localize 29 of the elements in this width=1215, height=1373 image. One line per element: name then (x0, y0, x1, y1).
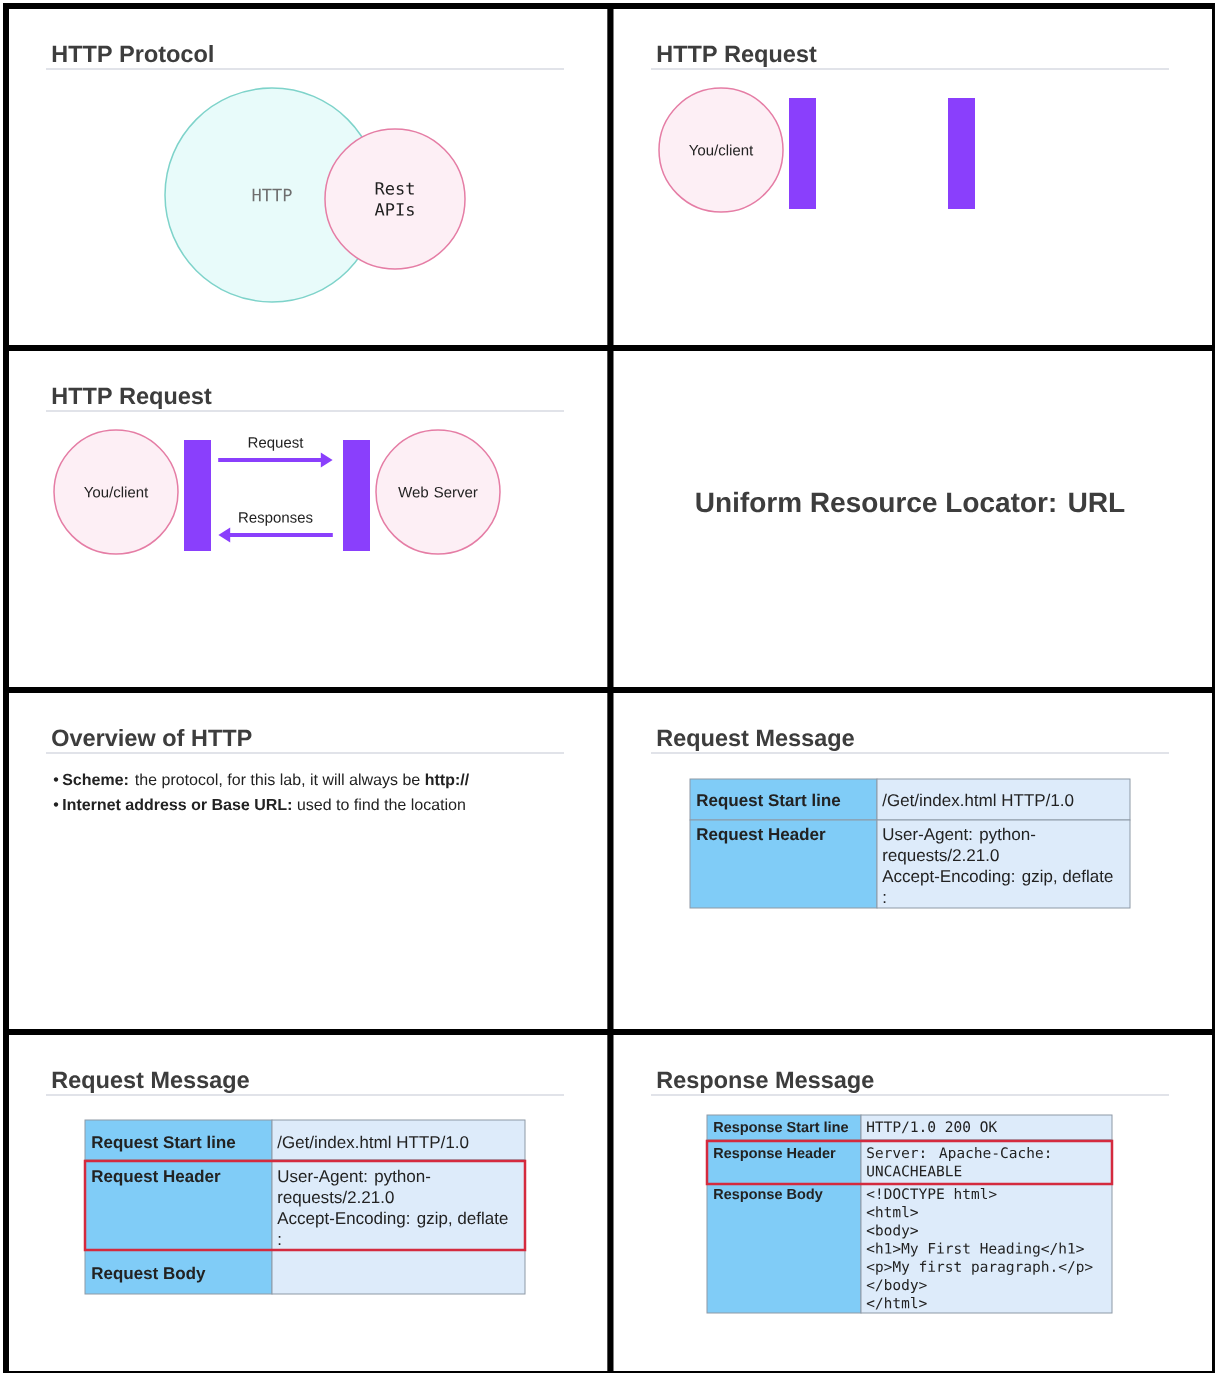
table-cell: /Get/index.html HTTP/1.0 (271, 1119, 526, 1161)
label: </html> (866, 1297, 927, 1310)
circle-node: Web Server (375, 429, 501, 555)
bar (343, 440, 370, 551)
label: </body> (866, 1278, 927, 1294)
label: <p>My first paragraph.</p> (866, 1260, 1093, 1275)
header-cell: Request Body (84, 1249, 273, 1295)
header-cell: Request Start line (84, 1119, 273, 1161)
list-item: Scheme: the protocol, for this lab, it will always be http:// (62, 773, 469, 789)
label: <body> (866, 1224, 918, 1239)
header-cell: Response Header (706, 1139, 862, 1185)
header-cell: Request Start line (689, 778, 878, 821)
label: <!DOCTYPE html> (866, 1187, 997, 1200)
bar (184, 440, 211, 551)
table-cell: /Get/index.html HTTP/1.0 (876, 778, 1131, 821)
list-item: Internet address or Base URL: used to find the location (63, 798, 465, 811)
table-cell: HTTP/1.0 200 OK (860, 1114, 1113, 1141)
header-cell: Response Start line (706, 1114, 862, 1141)
table-cell: Server: Apache-Cache: UNCACHEABLE (860, 1139, 1113, 1185)
bar (948, 98, 975, 209)
circle-node: You/client (53, 429, 179, 555)
label: <h1>My First Heading</h1> (866, 1242, 1084, 1257)
label: <html> (866, 1206, 918, 1218)
bar (789, 98, 816, 209)
edge-label: Request (246, 436, 305, 452)
slide-panel: Uniform Resource Locator: URL (607, 345, 1215, 693)
circle-node: You/client (658, 87, 784, 213)
circle-node: Rest APIs (324, 128, 466, 270)
edge-label: Responses (237, 511, 314, 527)
